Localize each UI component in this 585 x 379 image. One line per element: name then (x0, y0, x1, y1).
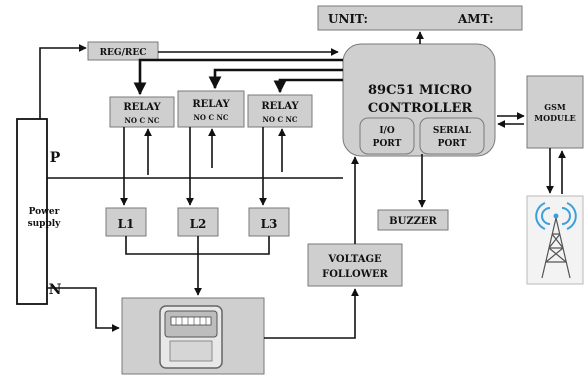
energy-meter-icon (121, 297, 265, 375)
voltage-follower-line2: FOLLOWER (322, 269, 388, 280)
voltage-follower-box: VOLTAGE FOLLOWER (307, 243, 403, 287)
io-port-line1: I/O (379, 126, 394, 136)
gsm-module-line1: GSM (544, 102, 566, 112)
relay-3-pins: NO C NC (263, 115, 298, 124)
reg-rec-box: REG/REC (87, 41, 159, 61)
power-supply-box: P Power supply N (16, 118, 62, 305)
power-supply-line2: supply (28, 219, 62, 229)
microcontroller-line1: 89C51 MICRO (368, 83, 472, 98)
microcontroller-line2: CONTROLLER (368, 101, 473, 116)
load-l3-box: L3 (248, 207, 290, 237)
relay-1-box: RELAY NO C NC (109, 96, 175, 128)
voltage-follower-line1: VOLTAGE (327, 254, 382, 265)
serial-port-line2: PORT (438, 139, 467, 149)
io-port-box: I/O PORT (359, 117, 415, 155)
buzzer-box: BUZZER (377, 209, 449, 231)
buzzer-label: BUZZER (389, 216, 437, 227)
display-unit-label: UNIT: (328, 12, 368, 26)
load-l1-label: L1 (118, 217, 135, 231)
display-box: UNIT: AMT: (317, 5, 523, 31)
relay-2-label: RELAY (192, 99, 230, 110)
power-supply-n-label: N (49, 282, 62, 298)
wires (39, 31, 566, 339)
load-l2-label: L2 (190, 217, 207, 231)
load-l3-label: L3 (261, 217, 278, 231)
io-port-line2: PORT (373, 139, 402, 149)
relay-3-box: RELAY NO C NC (247, 94, 313, 128)
load-l1-box: L1 (105, 207, 147, 237)
reg-rec-label: REG/REC (100, 48, 147, 58)
relay-1-pins: NO C NC (125, 116, 160, 125)
relay-2-pins: NO C NC (194, 113, 229, 122)
power-supply-p-label: P (50, 150, 61, 166)
relay-2-box: RELAY NO C NC (177, 90, 245, 128)
relay-3-label: RELAY (261, 101, 299, 112)
tower-icon (526, 195, 584, 285)
load-l2-box: L2 (177, 207, 219, 237)
serial-port-line1: SERIAL (433, 126, 472, 136)
gsm-module-line2: MODULE (534, 113, 575, 123)
power-supply-line1: Power (29, 207, 60, 217)
relay-1-label: RELAY (123, 102, 161, 113)
display-amt-label: AMT: (457, 12, 494, 26)
serial-port-box: SERIAL PORT (419, 117, 485, 155)
gsm-module-box: GSM MODULE (526, 75, 584, 149)
